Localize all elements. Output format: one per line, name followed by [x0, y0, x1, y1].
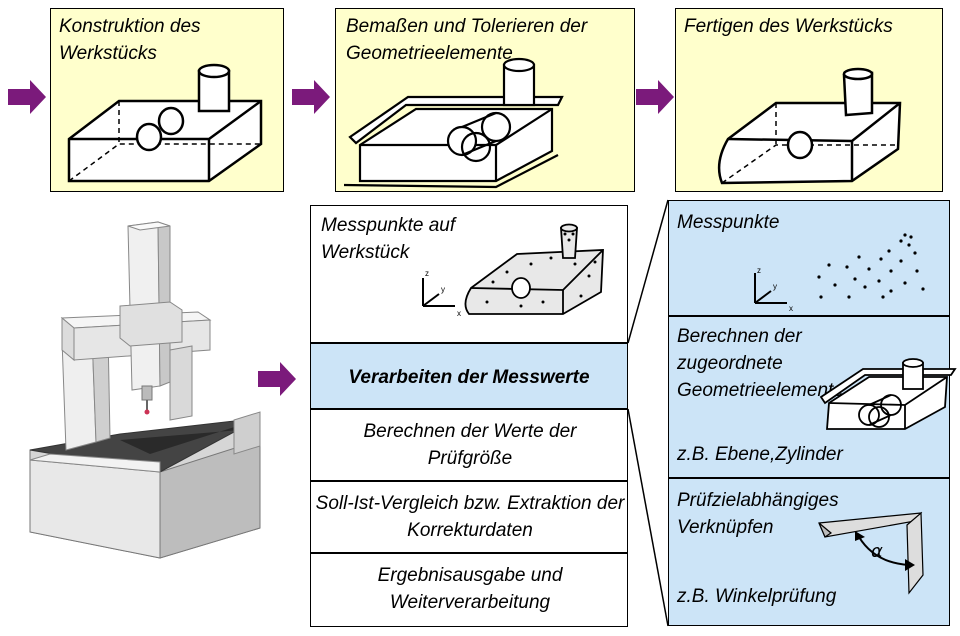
workpiece-icon	[67, 63, 263, 183]
arrow-icon	[8, 80, 46, 114]
arrow-icon	[636, 80, 674, 114]
measure-points-box: Messpunkte auf Werkstück z y x	[310, 205, 628, 343]
axis-z-label: z	[425, 269, 429, 278]
step-dimensioning-label: Bemaßen und Tolerieren der Geometrieelem…	[346, 16, 588, 64]
arrow-icon	[258, 362, 296, 396]
comparison-box: Soll-Ist-Vergleich bzw. Extraktion der K…	[310, 481, 628, 553]
workpiece-with-points-icon: z y x	[422, 223, 604, 318]
workpiece-manufactured-icon	[717, 67, 902, 185]
step-dimensioning: Bemaßen und Tolerieren der Geometrieelem…	[335, 8, 635, 192]
step-manufacturing: Fertigen des Werkstücks	[675, 8, 943, 192]
axis-x-label: x	[789, 304, 793, 313]
processing-label: Verarbeiten der Messwerte	[348, 367, 590, 388]
axis-x-label: x	[457, 309, 461, 318]
axis-y-label: y	[773, 282, 777, 291]
arrow-icon	[292, 80, 330, 114]
example-angle-label: z.B. Winkelprüfung	[677, 586, 837, 607]
angle-symbol: α	[871, 541, 883, 562]
workpiece-toleranced-icon	[343, 57, 564, 189]
compute-elements-box: Berechnen der zugeordnete Geometrieeleme…	[668, 316, 957, 478]
example-elements-label: z.B. Ebene,Zylinder	[677, 444, 843, 465]
measure-points-label: Messpunkte auf Werkstück	[321, 215, 456, 263]
output-box: Ergebnisausgabe und Weiterverarbeitung	[310, 553, 628, 627]
points-box: Messpunkte z y x	[668, 200, 950, 316]
linking-label: Prüfzielabhängiges Verknüpfen	[677, 490, 839, 538]
compute-values-label: Berechnen der Werte der Prüfgröße	[363, 421, 577, 469]
axis-y-label: y	[441, 285, 445, 294]
compute-elements-label: Berechnen der zugeordnete Geometrieeleme…	[677, 326, 850, 401]
compute-values-box: Berechnen der Werte der Prüfgröße	[310, 409, 628, 481]
step-manufacturing-label: Fertigen des Werkstücks	[684, 16, 893, 37]
axis-z-label: z	[757, 266, 761, 275]
step-construction-label: Konstruktion des Werkstücks	[59, 16, 201, 64]
linking-box: Prüfzielabhängiges Verknüpfen z.B. Winke…	[668, 478, 950, 626]
point-cloud-icon: z y x	[754, 233, 925, 313]
coordinate-measuring-machine	[29, 221, 261, 559]
fitted-elements-icon	[819, 358, 957, 430]
output-label: Ergebnisausgabe und Weiterverarbeitung	[377, 565, 563, 613]
step-construction: Konstruktion des Werkstücks	[50, 8, 284, 192]
angle-check-icon: α	[818, 511, 924, 595]
points-title: Messpunkte	[677, 212, 780, 233]
comparison-label: Soll-Ist-Vergleich bzw. Extraktion der K…	[315, 493, 625, 541]
processing-box: Verarbeiten der Messwerte	[310, 343, 628, 409]
